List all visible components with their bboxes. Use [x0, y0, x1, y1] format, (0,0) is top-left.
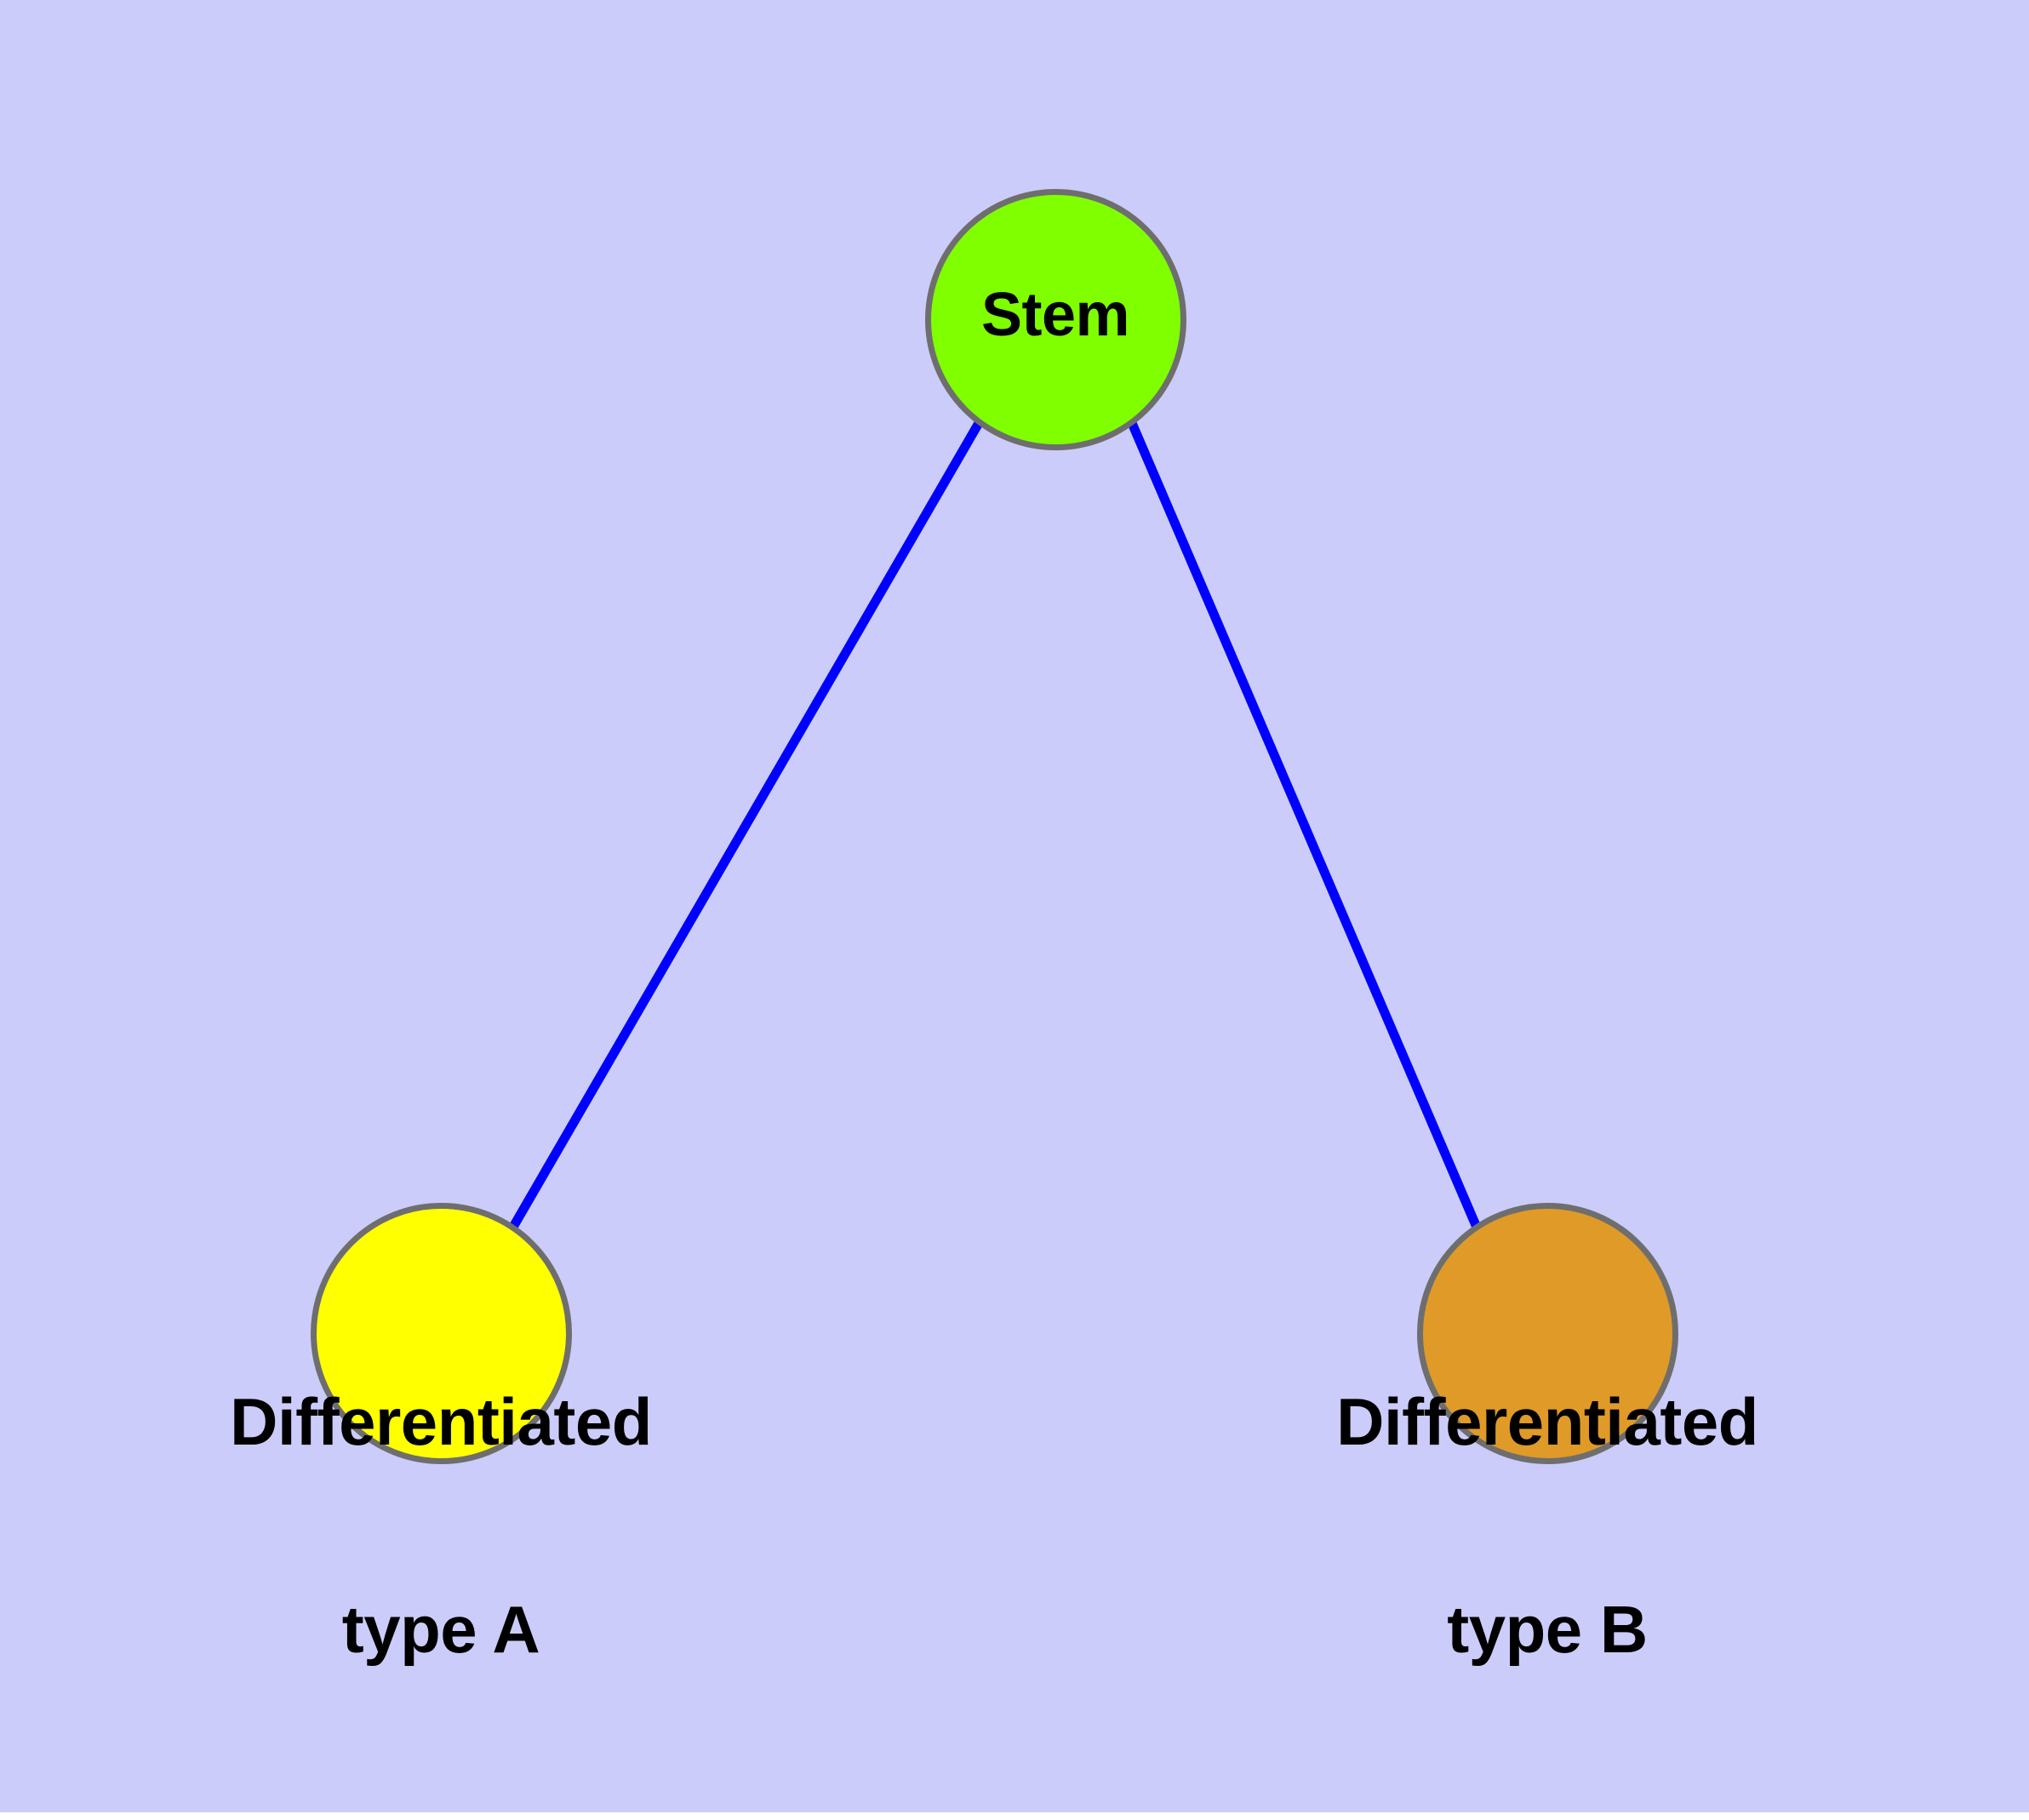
node-differentiated-type-a[interactable]: [311, 1203, 572, 1464]
node-differentiated-type-b[interactable]: [1417, 1203, 1678, 1464]
edge-stem-to-type-b[interactable]: [1127, 421, 1483, 1232]
edge-stem-to-type-a[interactable]: [508, 421, 983, 1231]
node-stem[interactable]: [925, 189, 1186, 450]
